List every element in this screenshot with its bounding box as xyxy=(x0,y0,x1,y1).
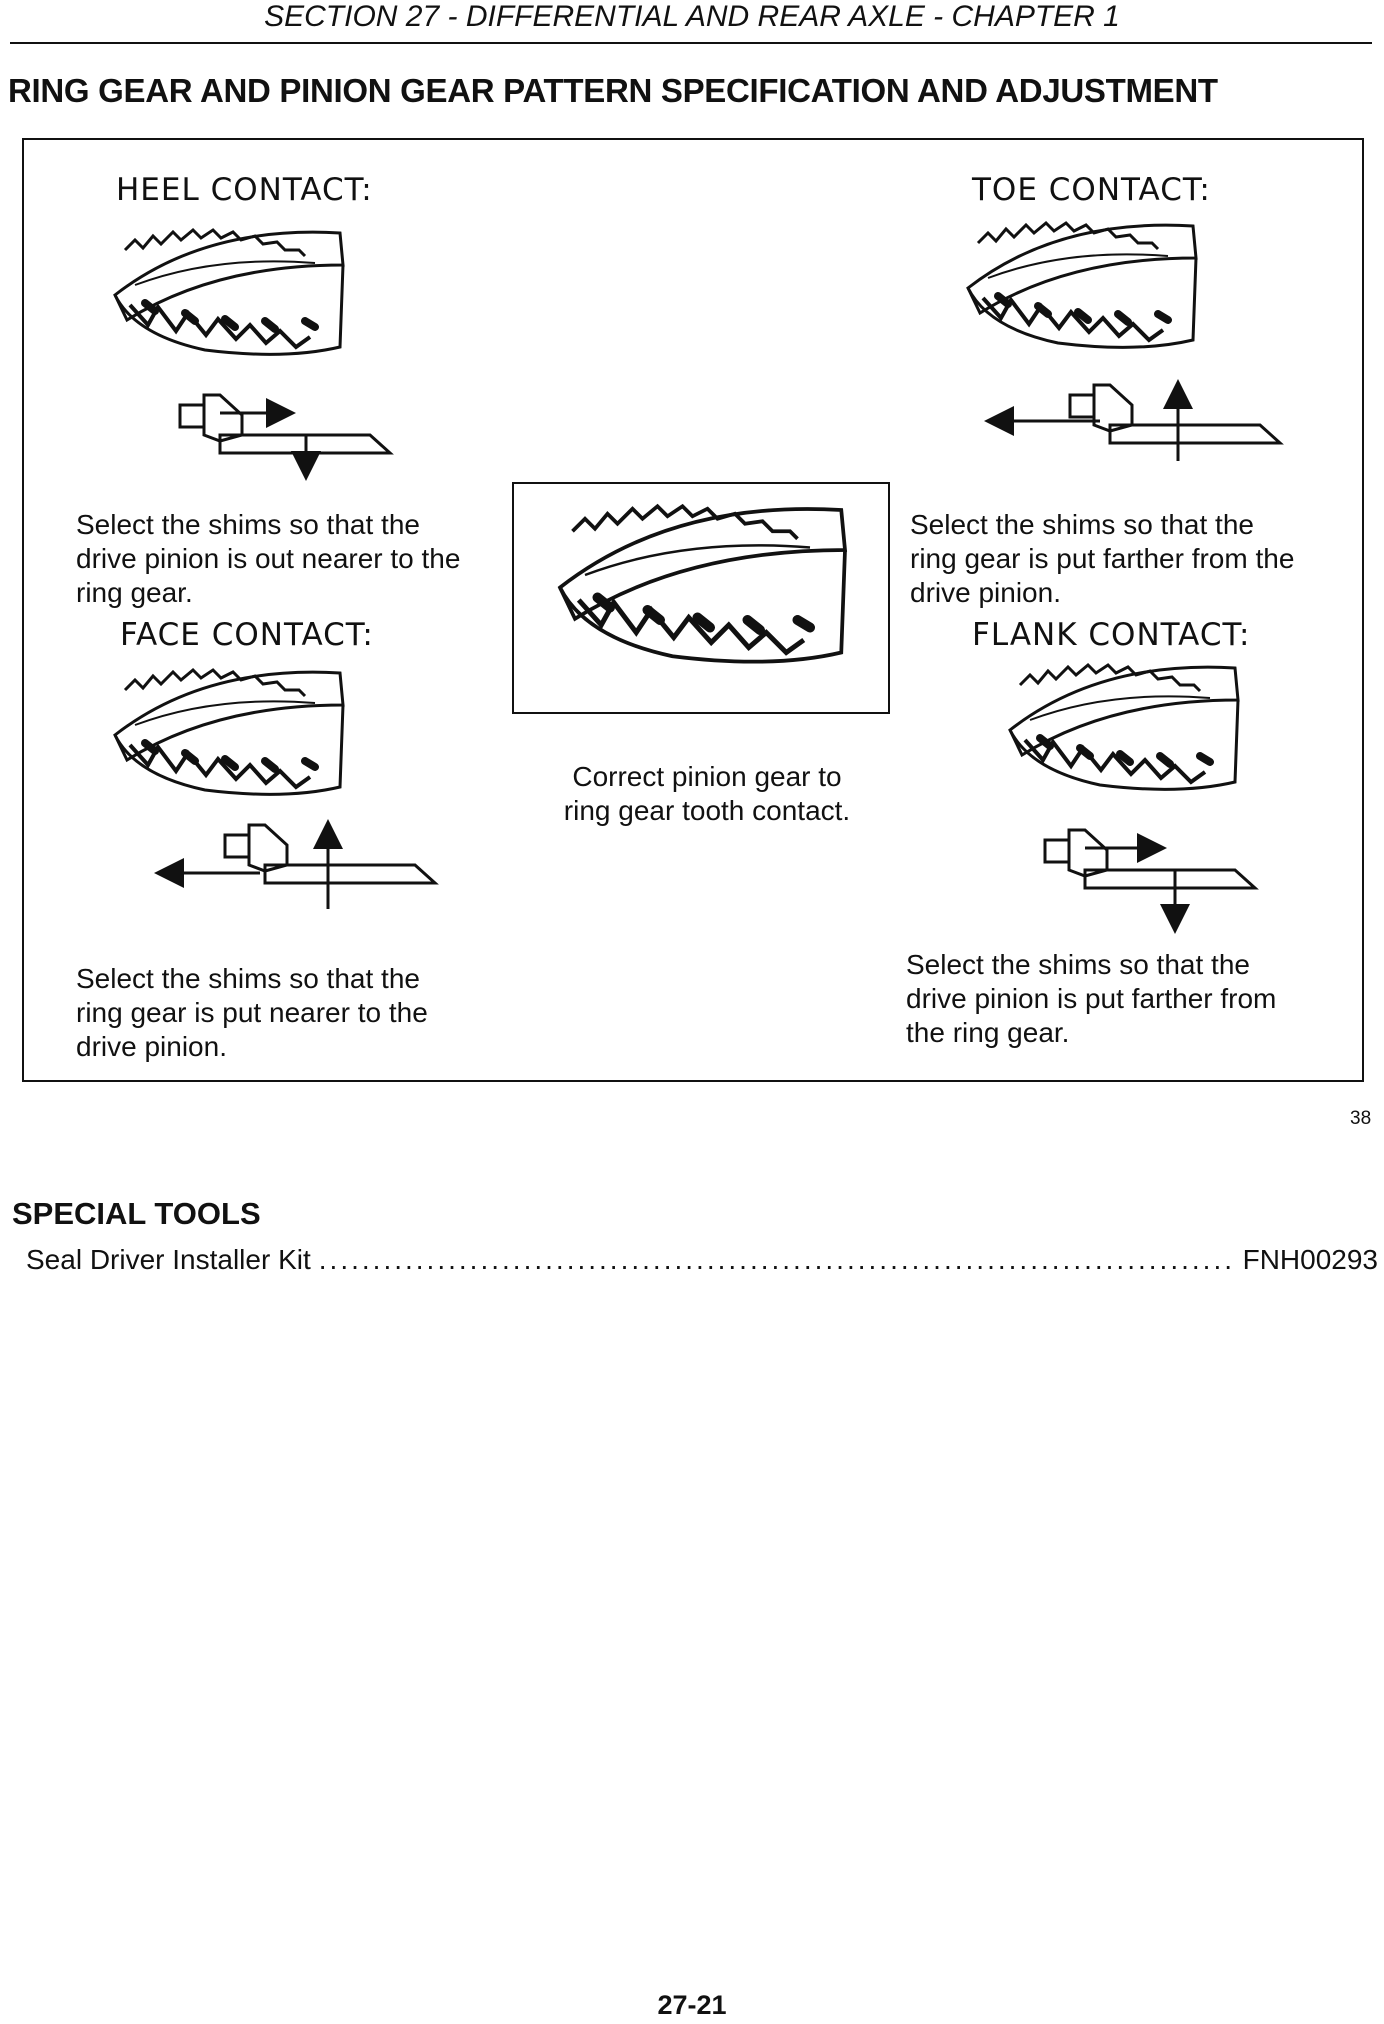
header-rule xyxy=(10,42,1372,44)
heel-contact-pinion-diagram xyxy=(178,393,392,481)
face-contact-pinion-diagram xyxy=(154,819,437,909)
toe-contact-pinion-diagram xyxy=(984,379,1282,461)
face-contact-label: FACE CONTACT: xyxy=(120,617,374,653)
figure-number: 38 xyxy=(1350,1108,1372,1129)
flank-contact-pinion-diagram xyxy=(1043,828,1257,934)
heel-contact-gear-illustration xyxy=(115,225,355,365)
correct-contact-gear-illustration xyxy=(560,500,860,660)
leader-dots: ........................................… xyxy=(318,1244,1235,1275)
page-title: RING GEAR AND PINION GEAR PATTERN SPECIF… xyxy=(8,72,1218,109)
heel-contact-label: HEEL CONTACT: xyxy=(116,172,373,208)
flank-contact-label: FLANK CONTACT: xyxy=(972,617,1251,653)
section-header: SECTION 27 - DIFFERENTIAL AND REAR AXLE … xyxy=(264,0,1120,33)
page-number: 27-21 xyxy=(657,1990,727,2020)
tool-name: Seal Driver Installer Kit xyxy=(26,1244,311,1275)
tool-part-number: FNH00293 xyxy=(1242,1244,1378,1275)
flank-contact-gear-illustration xyxy=(1010,660,1250,800)
special-tool-row: Seal Driver Installer Kit ..............… xyxy=(26,1243,1378,1277)
face-contact-gear-illustration xyxy=(115,665,355,805)
toe-contact-gear-illustration xyxy=(968,218,1208,358)
special-tools-heading: SPECIAL TOOLS xyxy=(12,1196,261,1231)
figure-frame xyxy=(22,138,1364,1082)
toe-contact-label: TOE CONTACT: xyxy=(972,172,1211,208)
correct-contact-frame xyxy=(512,482,890,714)
